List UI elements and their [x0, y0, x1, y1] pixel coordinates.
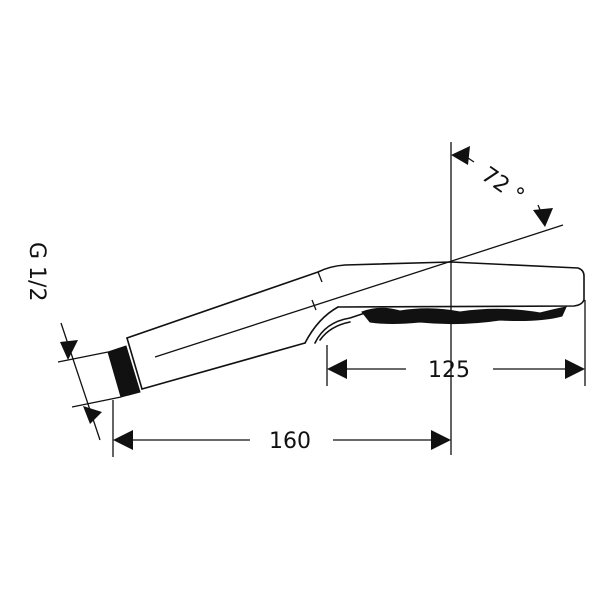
- arrow-down-icon: [533, 208, 553, 227]
- head-width-label: 125: [428, 358, 470, 383]
- overall-length-label: 160: [269, 429, 311, 454]
- arrow-down-icon: [60, 340, 78, 360]
- head-width-dimension: 125: [326, 300, 586, 386]
- arrow-up-icon: [83, 406, 102, 424]
- thread-dimension: G 1/2: [24, 242, 122, 441]
- overall-length-dimension: 160: [112, 400, 451, 457]
- spray-nozzles: [361, 306, 567, 325]
- angle-dimension: 72 °: [451, 146, 553, 227]
- thread-label: G 1/2: [24, 242, 49, 301]
- angle-label: 72 °: [477, 162, 529, 209]
- arrow-right-icon: [565, 359, 585, 379]
- arrow-right-icon: [431, 430, 451, 450]
- shower-handle: [126, 261, 585, 390]
- angle-reference-line: [154, 224, 564, 358]
- thread-connector: [107, 345, 141, 398]
- arrow-left-icon: [451, 146, 470, 165]
- arrow-left-icon: [327, 359, 347, 379]
- arrow-left-icon: [113, 430, 133, 450]
